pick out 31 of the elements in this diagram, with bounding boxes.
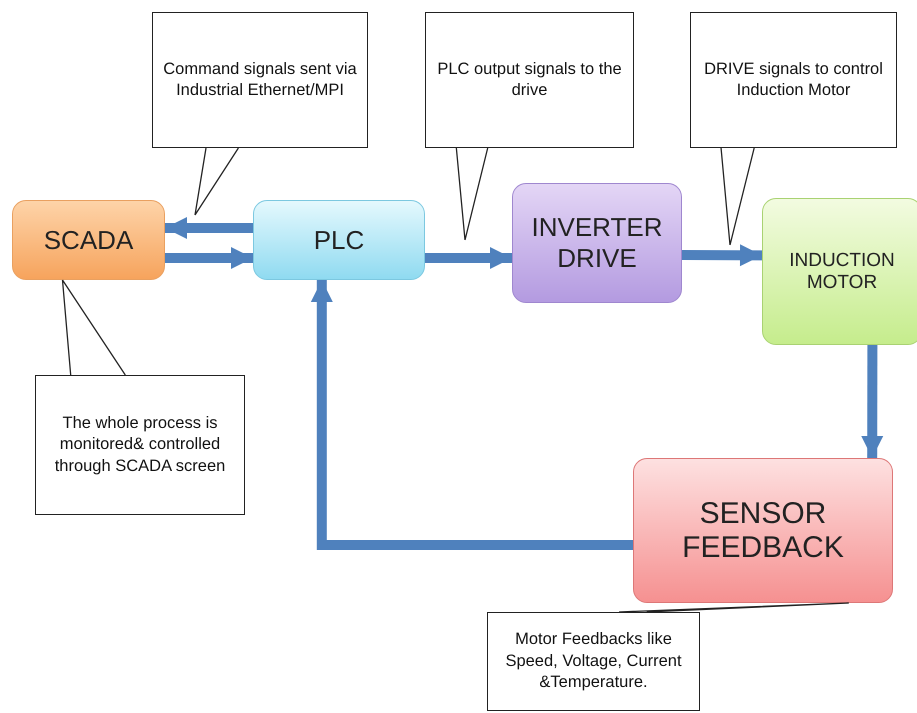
- box-label: INVERTER DRIVE: [530, 212, 664, 274]
- callout-box: [152, 12, 368, 148]
- leader-line: [618, 602, 850, 613]
- callout-box: [35, 375, 245, 515]
- callout-text: The whole process is monitored& controlled through SCADA screen: [54, 412, 226, 477]
- box-label: SENSOR FEEDBACK: [681, 496, 845, 564]
- process-box: [253, 200, 425, 280]
- leader-line: [720, 147, 755, 246]
- box-label: INDUCTION MOTOR: [788, 250, 896, 294]
- arrow: [425, 247, 512, 269]
- leader-line: [62, 279, 126, 376]
- arrow: [682, 244, 762, 266]
- arrow: [310, 280, 633, 550]
- arrow: [165, 247, 253, 269]
- process-box: [633, 458, 893, 603]
- box-label: PLC: [312, 224, 366, 256]
- leader-line: [456, 147, 488, 241]
- process-box: [12, 200, 165, 280]
- arrow: [861, 344, 884, 458]
- process-box: [762, 198, 917, 345]
- callout-text: Motor Feedbacks like Speed, Voltage, Current &Temperature.: [504, 629, 683, 694]
- callout-box: [425, 12, 634, 148]
- callout-text: PLC output signals to the drive: [436, 58, 623, 101]
- arrow: [165, 217, 253, 239]
- callout-text: Command signals sent via Industrial Ethernet/MPI: [162, 58, 358, 101]
- callout-box: [690, 12, 897, 148]
- callout-text: DRIVE signals to control Induction Motor: [703, 58, 884, 101]
- leader-line: [194, 147, 240, 216]
- box-label: SCADA: [42, 224, 134, 256]
- process-box: [512, 183, 682, 303]
- callout-box: [487, 612, 700, 711]
